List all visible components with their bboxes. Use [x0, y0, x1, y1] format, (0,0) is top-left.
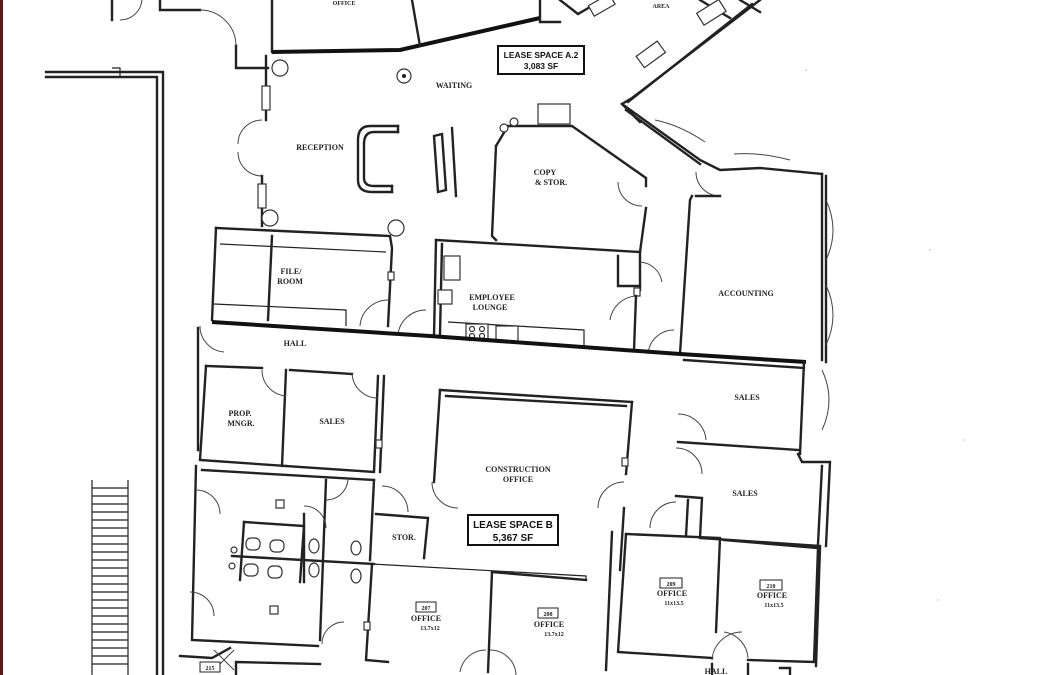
restrooms: [189, 464, 376, 648]
office-207-size: 13.7x12: [420, 626, 440, 632]
accounting-label: ACCOUNTING: [718, 289, 774, 298]
top-rooms: [110, 0, 762, 124]
office-209-size: 11x13.5: [664, 601, 683, 607]
office-207: [363, 562, 494, 674]
stairway: [91, 480, 129, 675]
office-207-label: OFFICE: [411, 614, 441, 623]
reception-area: [237, 54, 458, 237]
hall-label: HALL: [284, 339, 307, 348]
office-210-number: 210: [767, 584, 776, 590]
area-top-label: AREA: [652, 4, 670, 10]
left-building-edge: [44, 67, 165, 675]
office-210-label: OFFICE: [757, 591, 787, 600]
office-208: [489, 570, 588, 675]
accounting-room: [620, 102, 834, 431]
copy-storage-room: [490, 103, 648, 254]
lounge-label-2: LOUNGE: [473, 303, 508, 312]
lounge-label-1: EMPLOYEE: [469, 293, 515, 302]
stor-label: STOR.: [392, 533, 416, 542]
lease-boundary-line: [211, 320, 807, 364]
sales-left-label: SALES: [319, 417, 345, 426]
office-210-size: 11x13.5: [764, 603, 783, 609]
office-208-size: 13.7x12: [544, 632, 564, 638]
lease-a-title: LEASE SPACE A.2: [504, 50, 579, 60]
lease-space-b-box: LEASE SPACE B 5,367 SF: [467, 514, 559, 546]
bottom-hall: [710, 662, 792, 675]
waiting-label: WAITING: [436, 81, 472, 90]
sales-room-right-bottom: [649, 452, 832, 548]
lease-b-area: 5,367 SF: [493, 533, 534, 544]
office-209-number: 209: [667, 582, 676, 588]
office-207-number: 207: [422, 606, 431, 612]
storage-room: [368, 478, 459, 562]
construction-label-1: CONSTRUCTION: [485, 465, 551, 474]
sales-room-left: [284, 368, 386, 474]
sales-room-right-top: [675, 358, 806, 475]
lease-space-a-box: LEASE SPACE A.2 3,083 SF: [497, 45, 585, 75]
room-215-corner: [178, 646, 322, 675]
hall-area: [196, 325, 225, 452]
copy-label-2: & STOR.: [535, 178, 567, 187]
employee-lounge: [432, 238, 675, 355]
prop-label-1: PROP.: [228, 409, 251, 418]
office-top-label: OFFICE: [333, 1, 356, 7]
lease-b-title: LEASE SPACE B: [473, 520, 553, 531]
file-label-1: FILE/: [281, 267, 303, 276]
construction-label-2: OFFICE: [503, 475, 533, 484]
office-209-label: OFFICE: [657, 589, 687, 598]
office-208-number: 208: [544, 612, 553, 618]
reception-label: RECEPTION: [296, 143, 344, 152]
file-room: [210, 226, 427, 335]
office-208-label: OFFICE: [534, 620, 564, 629]
lease-a-area: 3,083 SF: [524, 61, 559, 71]
sales-right-label-1: SALES: [734, 393, 760, 402]
room-215-number: 215: [206, 666, 215, 672]
scan-specks: [805, 69, 965, 601]
hall-bottom-label: HALL: [705, 667, 728, 675]
sales-right-label-2: SALES: [732, 489, 758, 498]
copy-label-1: COPY: [534, 168, 557, 177]
prop-mngr-room: [198, 364, 288, 468]
prop-label-2: MNGR.: [227, 419, 254, 428]
file-label-2: ROOM: [277, 277, 303, 286]
office-209: [604, 530, 743, 672]
construction-office: [371, 388, 634, 580]
office-210: [722, 538, 822, 668]
scan-edge: [0, 0, 3, 675]
